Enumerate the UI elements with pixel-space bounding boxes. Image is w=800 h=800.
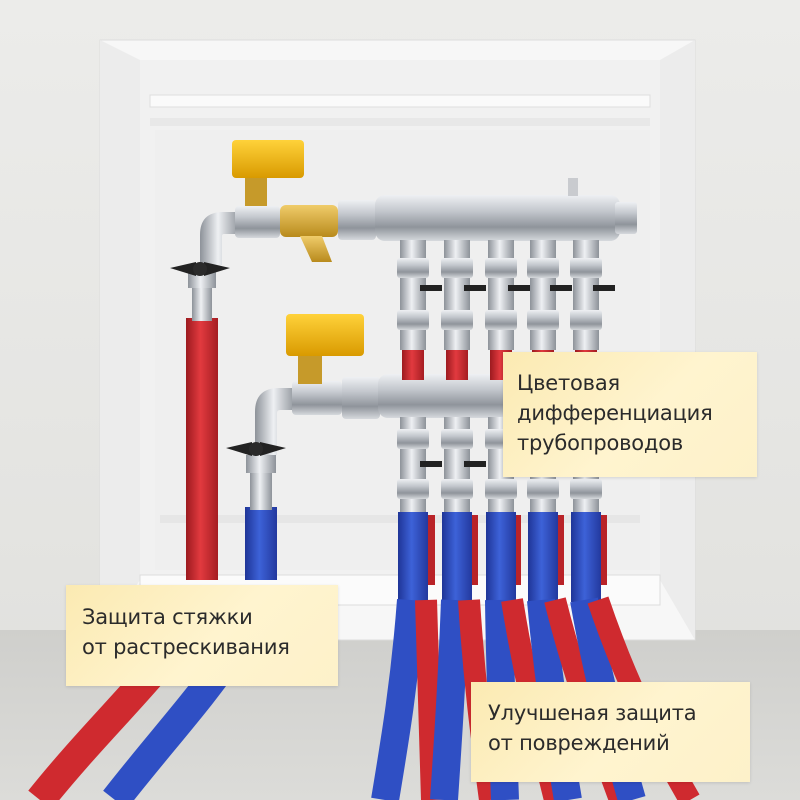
return-branch-outlets: [397, 417, 615, 602]
vertical-supply-pipe: [186, 270, 218, 580]
callout-line: дифференциация: [517, 401, 713, 425]
callout-damage-protection: Улучшеная защита от повреждений: [471, 682, 750, 782]
callout-line: Улучшеная защита: [488, 701, 697, 725]
callout-line: трубопроводов: [517, 431, 684, 455]
callout-screed-protection: Защита стяжки от растрескивания: [66, 585, 338, 686]
supply-manifold-assembly: [170, 140, 637, 276]
callout-line: от повреждений: [488, 731, 670, 755]
callout-color-differentiation: Цветовая дифференциация трубопроводов: [503, 352, 757, 477]
vertical-return-pipe: [245, 455, 277, 580]
callout-line: от растрескивания: [82, 635, 290, 659]
callout-line: Защита стяжки: [82, 605, 253, 629]
supply-branch-outlets: [397, 240, 615, 380]
callout-line: Цветовая: [517, 371, 620, 395]
